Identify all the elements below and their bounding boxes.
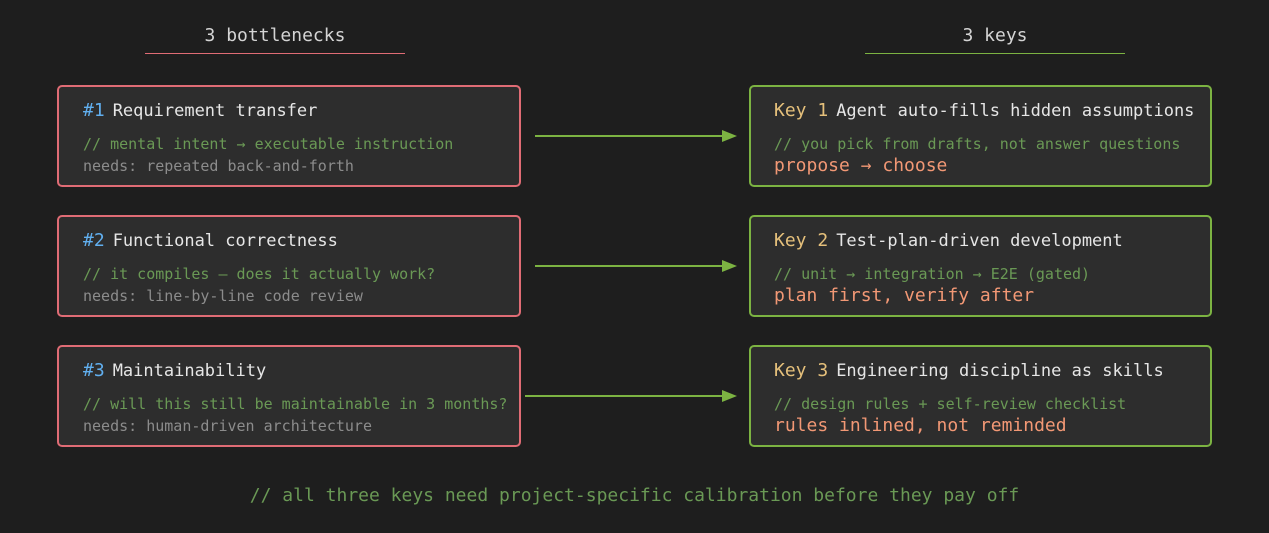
bottleneck-card-2: #2 Functional correctness // it compiles … [57, 215, 521, 317]
bottleneck-comment: // mental intent → executable instructio… [83, 135, 454, 153]
keys-header: 3 keys [865, 22, 1125, 54]
bottleneck-tag: #3 [83, 360, 105, 381]
bottleneck-tag: #1 [83, 100, 105, 121]
bottlenecks-header: 3 bottlenecks [145, 22, 405, 54]
arrow-2 [535, 260, 737, 272]
key-comment: // unit → integration → E2E (gated) [774, 265, 1091, 283]
key-comment: // design rules + self-review checklist [774, 395, 1127, 413]
key-title: Engineering discipline as skills [836, 361, 1164, 381]
key-card-2: Key 2 Test-plan-driven development // uni… [749, 215, 1212, 317]
arrow-1 [535, 130, 737, 142]
key-punchline: propose → choose [774, 155, 948, 176]
bottleneck-needs: needs: line-by-line code review [83, 287, 363, 305]
key-comment: // you pick from drafts, not answer ques… [774, 135, 1181, 153]
bottleneck-card-3: #3 Maintainability // will this still be … [57, 345, 521, 447]
key-card-1: Key 1 Agent auto-fills hidden assumptions… [749, 85, 1212, 187]
bottleneck-comment: // will this still be maintainable in 3 … [83, 395, 508, 413]
bottleneck-title: Requirement transfer [112, 101, 318, 121]
bottleneck-card-1: #1 Requirement transfer // mental intent … [57, 85, 521, 187]
key-punchline: plan first, verify after [774, 285, 1035, 306]
key-card-3: Key 3 Engineering discipline as skills //… [749, 345, 1212, 447]
bottleneck-title: Maintainability [112, 361, 267, 381]
bottleneck-needs: needs: human-driven architecture [83, 417, 372, 435]
bottleneck-title: Functional correctness [112, 231, 338, 251]
key-tag: Key 3 [774, 360, 829, 381]
footer-note: // all three keys need project-specific … [249, 485, 1020, 506]
key-punchline: rules inlined, not reminded [774, 415, 1067, 436]
key-tag: Key 2 [774, 230, 829, 251]
key-tag: Key 1 [774, 100, 829, 121]
bottleneck-tag: #2 [83, 230, 105, 251]
arrow-3 [525, 390, 737, 402]
bottleneck-needs: needs: repeated back-and-forth [83, 157, 354, 175]
key-title: Test-plan-driven development [836, 231, 1123, 251]
bottleneck-comment: // it compiles — does it actually work? [83, 265, 436, 283]
key-title: Agent auto-fills hidden assumptions [836, 101, 1195, 121]
